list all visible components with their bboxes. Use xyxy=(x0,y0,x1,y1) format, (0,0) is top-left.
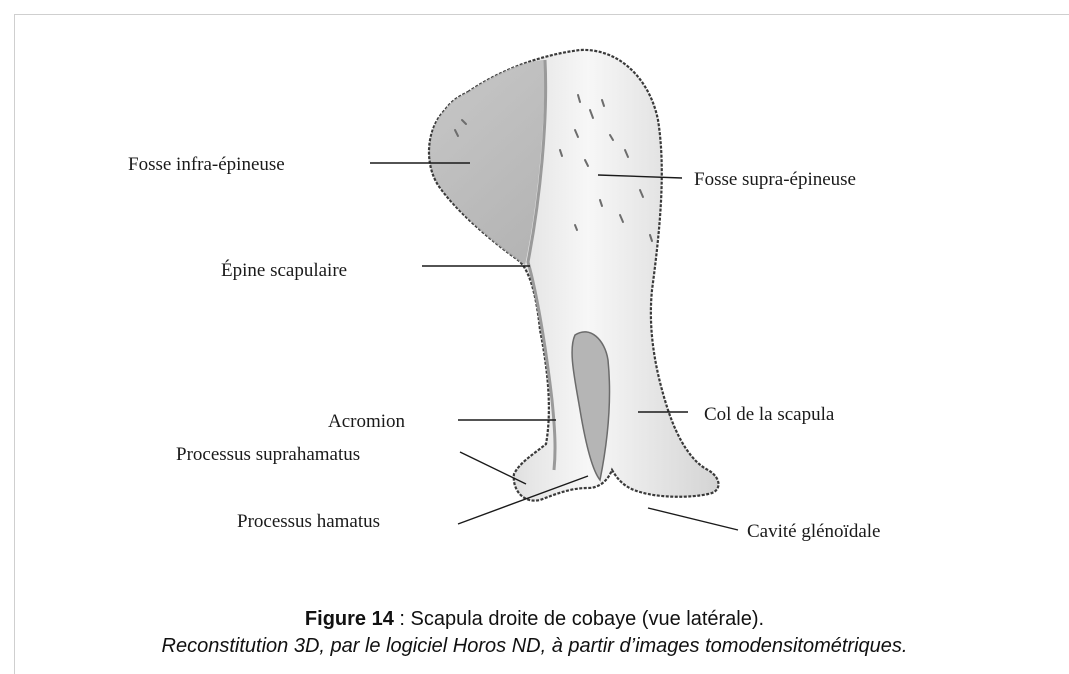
label-fosse-infra: Fosse infra-épineuse xyxy=(128,154,285,175)
label-cavite: Cavité glénoïdale xyxy=(747,521,880,542)
label-fosse-supra: Fosse supra-épineuse xyxy=(694,169,856,190)
figure-caption: Figure 14 : Scapula droite de cobaye (vu… xyxy=(0,606,1069,660)
label-acromion: Acromion xyxy=(328,411,406,432)
label-col: Col de la scapula xyxy=(704,404,835,425)
figure-number: Figure 14 xyxy=(305,608,394,630)
label-epine: Épine scapulaire xyxy=(221,259,347,281)
caption-subtitle: Reconstitution 3D, par le logiciel Horos… xyxy=(0,633,1069,660)
scapula-diagram: Fosse infra-épineuse Fosse supra-épineus… xyxy=(0,0,1069,600)
caption-line-1: Figure 14 : Scapula droite de cobaye (vu… xyxy=(0,606,1069,633)
caption-title: : Scapula droite de cobaye (vue latérale… xyxy=(394,608,764,630)
label-suprahamatus: Processus suprahamatus xyxy=(176,444,360,465)
label-hamatus: Processus hamatus xyxy=(237,511,380,532)
leader-suprahamatus xyxy=(460,452,526,484)
leader-cavite xyxy=(648,508,738,530)
